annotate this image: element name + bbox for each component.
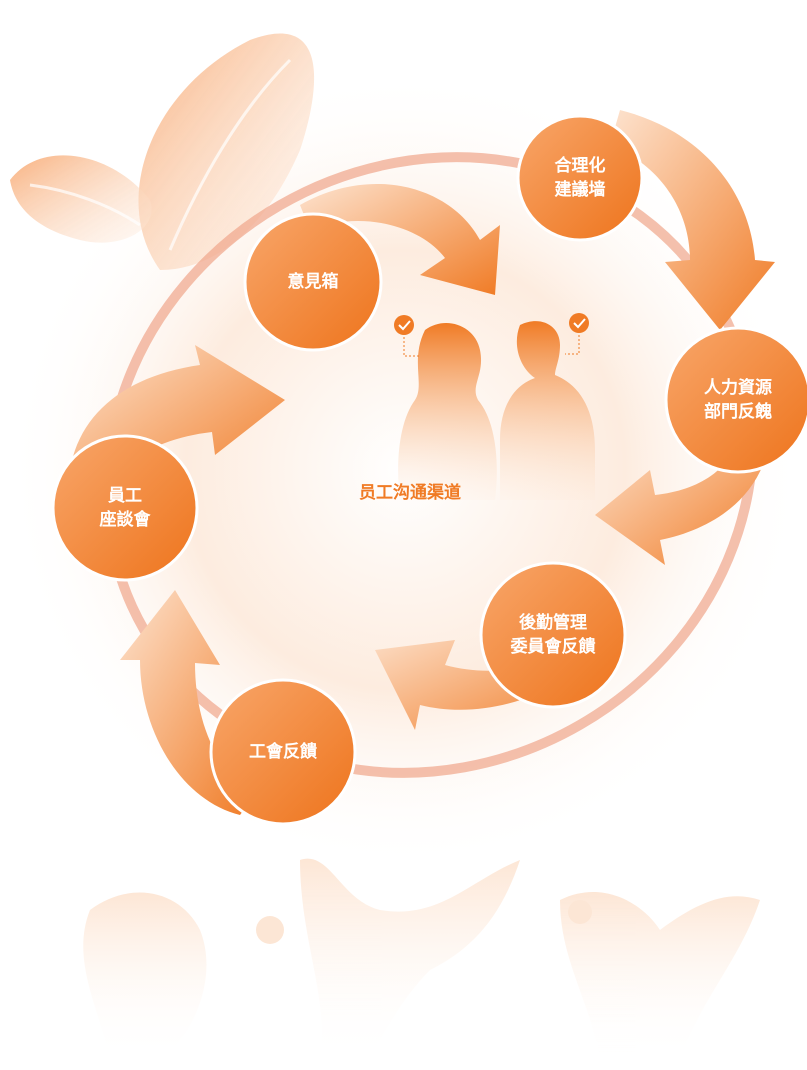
node-circles [51, 114, 807, 826]
label-line: 合理化 [554, 156, 606, 176]
node-union-feedback [209, 678, 357, 826]
check-icon [394, 315, 420, 357]
people-illustration [394, 313, 595, 500]
label-line: 員工 [108, 486, 142, 506]
label-line: 座談會 [99, 510, 151, 530]
node-hr-feedback [664, 326, 807, 474]
label-line: 部門反餽 [704, 402, 772, 422]
node-label-employee-forum[interactable]: 員工 座談會 [50, 484, 200, 532]
node-label-suggestion-box[interactable]: 意見箱 [238, 270, 388, 294]
node-logistics-committee [479, 561, 627, 709]
node-suggestion-box [243, 212, 383, 352]
person-man [500, 321, 595, 500]
label-line: 工會反饋 [249, 742, 317, 762]
leaf-decoration [10, 33, 315, 270]
person-woman [398, 322, 497, 500]
node-label-logistics-committee[interactable]: 後勤管理 委員會反饋 [478, 611, 628, 659]
node-label-rationalization-wall[interactable]: 合理化 建議墙 [505, 154, 655, 202]
node-employee-forum [51, 434, 199, 582]
label-line: 後勤管理 [519, 613, 587, 633]
node-label-union-feedback[interactable]: 工會反饋 [208, 740, 358, 764]
arrow-4 [375, 625, 610, 730]
check-icon [565, 313, 589, 355]
label-line: 建議墙 [554, 180, 606, 200]
dancers-silhouette [83, 858, 760, 1060]
node-rationalization-wall [516, 114, 644, 242]
label-line: 委員會反饋 [510, 637, 596, 657]
label-line: 人力資源 [704, 378, 772, 398]
node-label-hr-feedback[interactable]: 人力資源 部門反餽 [663, 376, 807, 424]
label-line: 意見箱 [287, 272, 339, 292]
arrow-2 [610, 110, 775, 330]
center-title: 员工沟通渠道 [359, 483, 461, 503]
arrow-5 [120, 590, 255, 815]
arrow-1 [300, 183, 500, 295]
